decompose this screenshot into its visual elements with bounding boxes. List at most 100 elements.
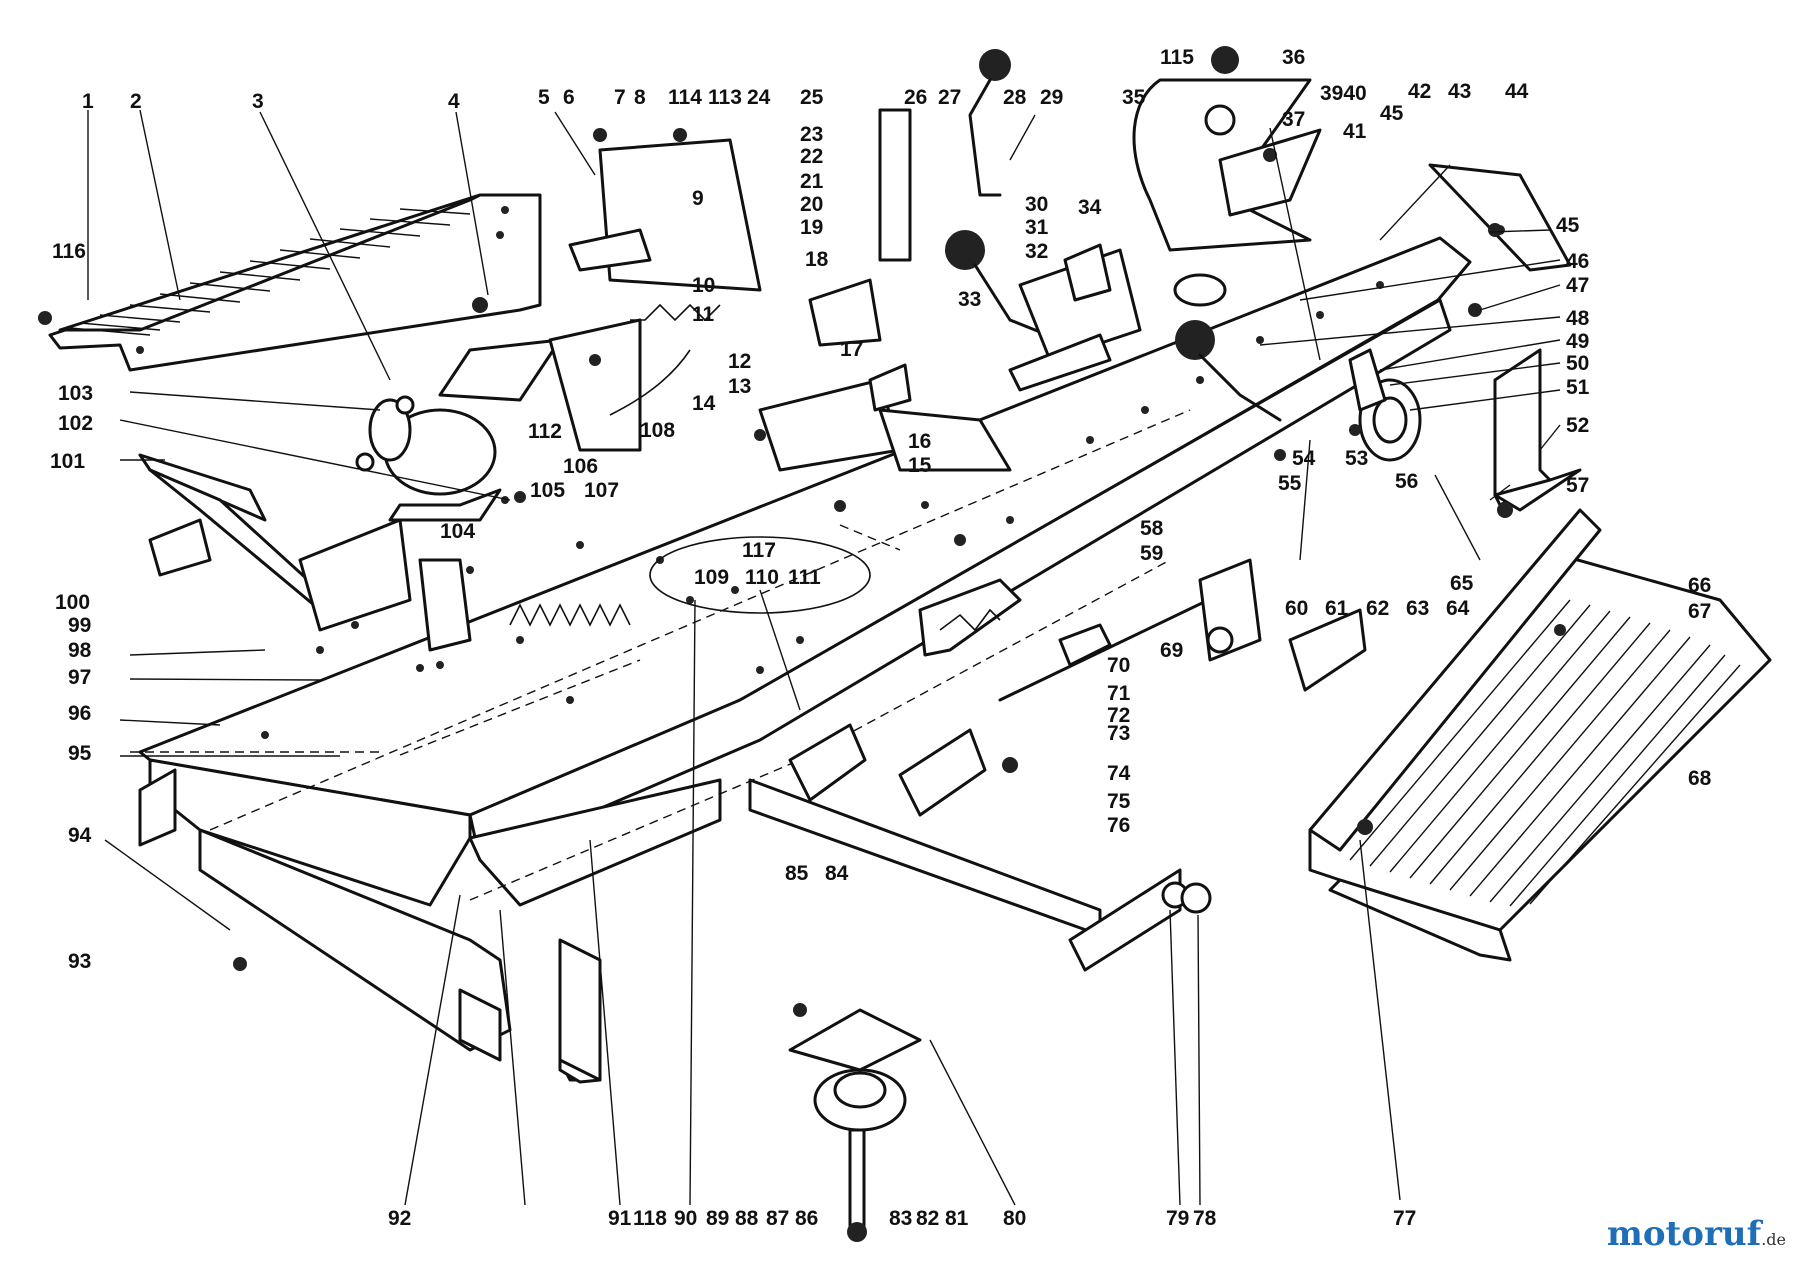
- part-label-85: 85: [785, 862, 809, 885]
- part-label-116: 116: [52, 240, 86, 263]
- part-label-32: 32: [1025, 240, 1048, 263]
- part-label-57: 57: [1566, 474, 1589, 497]
- part-label-80: 80: [1003, 1207, 1026, 1230]
- oval-callout: [649, 536, 871, 614]
- fasteners: [38, 128, 1566, 1017]
- part-label-97: 97: [68, 666, 91, 689]
- part-label-106: 106: [563, 455, 598, 478]
- part-label-18: 18: [805, 248, 829, 271]
- part-label-3940: 3940: [1320, 82, 1367, 105]
- part-label-66: 66: [1688, 574, 1711, 597]
- part-label-30: 30: [1025, 193, 1048, 216]
- part-label-13: 13: [728, 375, 751, 398]
- part-label-83: 83: [889, 1207, 912, 1230]
- part-label-101: 101: [50, 450, 85, 473]
- part-label-64: 64: [1446, 597, 1470, 620]
- spring-97: [509, 603, 631, 627]
- main-frame: [130, 236, 1472, 1084]
- spring-70: [918, 578, 1252, 702]
- part-label-89: 89: [706, 1207, 729, 1230]
- part-label-96: 96: [68, 702, 91, 725]
- watermark-tld: .de: [1761, 1230, 1786, 1249]
- part-label-19: 19: [800, 216, 823, 239]
- part-label-16: 16: [908, 430, 931, 453]
- part-label-6: 6: [563, 86, 575, 109]
- part-label-108: 108: [640, 419, 675, 442]
- part-label-47: 47: [1566, 274, 1589, 297]
- part-label-86: 86: [795, 1207, 818, 1230]
- part-label-103: 103: [58, 382, 93, 405]
- part-label-117: 117: [742, 539, 776, 562]
- part-label-115: 115: [1160, 46, 1194, 69]
- part-label-21: 21: [800, 170, 824, 193]
- part-label-90: 90: [674, 1207, 697, 1230]
- part-label-10: 10: [692, 274, 715, 297]
- part-label-26: 26: [904, 86, 927, 109]
- part-label-77: 77: [1393, 1207, 1416, 1230]
- part-label-8: 8: [634, 86, 646, 109]
- part-label-72: 72: [1107, 704, 1130, 727]
- part-label-60: 60: [1285, 597, 1308, 620]
- part-label-100: 100: [55, 591, 90, 614]
- part-label-93: 93: [68, 950, 91, 973]
- part-label-44: 44: [1505, 80, 1529, 103]
- part-label-112: 112: [528, 420, 562, 443]
- part-label-46: 46: [1566, 250, 1589, 273]
- part-label-1: 1: [82, 90, 94, 113]
- part-label-29: 29: [1040, 86, 1063, 109]
- left-pedal: [138, 453, 472, 652]
- watermark-brand: motoruf: [1606, 1214, 1762, 1254]
- levers: [945, 46, 1282, 422]
- part-label-87: 87: [766, 1207, 789, 1230]
- part-label-110: 110: [745, 566, 779, 589]
- part-label-75: 75: [1107, 790, 1131, 813]
- part-label-55: 55: [1278, 472, 1302, 495]
- part-label-20: 20: [800, 193, 823, 216]
- part-label-99: 99: [68, 614, 91, 637]
- part-label-73: 73: [1107, 722, 1130, 745]
- solenoid: [355, 338, 562, 522]
- part-label-9: 9: [692, 187, 704, 210]
- center-plate: [548, 108, 1227, 472]
- part-label-42: 42: [1408, 80, 1431, 103]
- part-label-59: 59: [1140, 542, 1163, 565]
- part-label-28: 28: [1003, 86, 1027, 109]
- pulley-front: [788, 1008, 922, 1242]
- part-label-48: 48: [1566, 307, 1590, 330]
- part-label-22: 22: [800, 145, 823, 168]
- part-label-62: 62: [1366, 597, 1389, 620]
- part-label-36: 36: [1282, 46, 1305, 69]
- part-label-58: 58: [1140, 517, 1164, 540]
- part-label-78: 78: [1193, 1207, 1217, 1230]
- pulley-side: [1348, 348, 1422, 462]
- part-label-70: 70: [1107, 654, 1130, 677]
- part-label-34: 34: [1078, 196, 1102, 219]
- part-label-27: 27: [938, 86, 961, 109]
- part-label-31: 31: [1025, 216, 1049, 239]
- part-label-61: 61: [1325, 597, 1349, 620]
- part-label-111: 111: [788, 566, 821, 589]
- leader-lines: [87, 109, 1561, 1206]
- part-label-50: 50: [1566, 352, 1589, 375]
- part-number-labels: 1 2 3 4 5 6 7 8 9 10 11 12 13 14 15 16 1…: [50, 46, 1712, 1230]
- part-label-3: 3: [252, 90, 264, 113]
- part-label-45-right: 45: [1556, 214, 1580, 237]
- part-label-11: 11: [692, 303, 715, 326]
- part-label-43: 43: [1448, 80, 1471, 103]
- part-label-49: 49: [1566, 330, 1589, 353]
- part-label-82: 82: [916, 1207, 939, 1230]
- part-label-67: 67: [1688, 600, 1711, 623]
- part-label-54: 54: [1292, 447, 1316, 470]
- part-label-109: 109: [694, 566, 729, 589]
- rear-axle: [748, 558, 1367, 972]
- part-label-5: 5: [538, 86, 550, 109]
- part-label-79: 79: [1166, 1207, 1189, 1230]
- part-label-92: 92: [388, 1207, 411, 1230]
- part-label-74: 74: [1107, 762, 1131, 785]
- part-label-113: 113: [708, 86, 742, 109]
- left-footrest: [48, 193, 542, 372]
- part-label-98: 98: [68, 639, 92, 662]
- part-label-91: 91: [608, 1207, 632, 1230]
